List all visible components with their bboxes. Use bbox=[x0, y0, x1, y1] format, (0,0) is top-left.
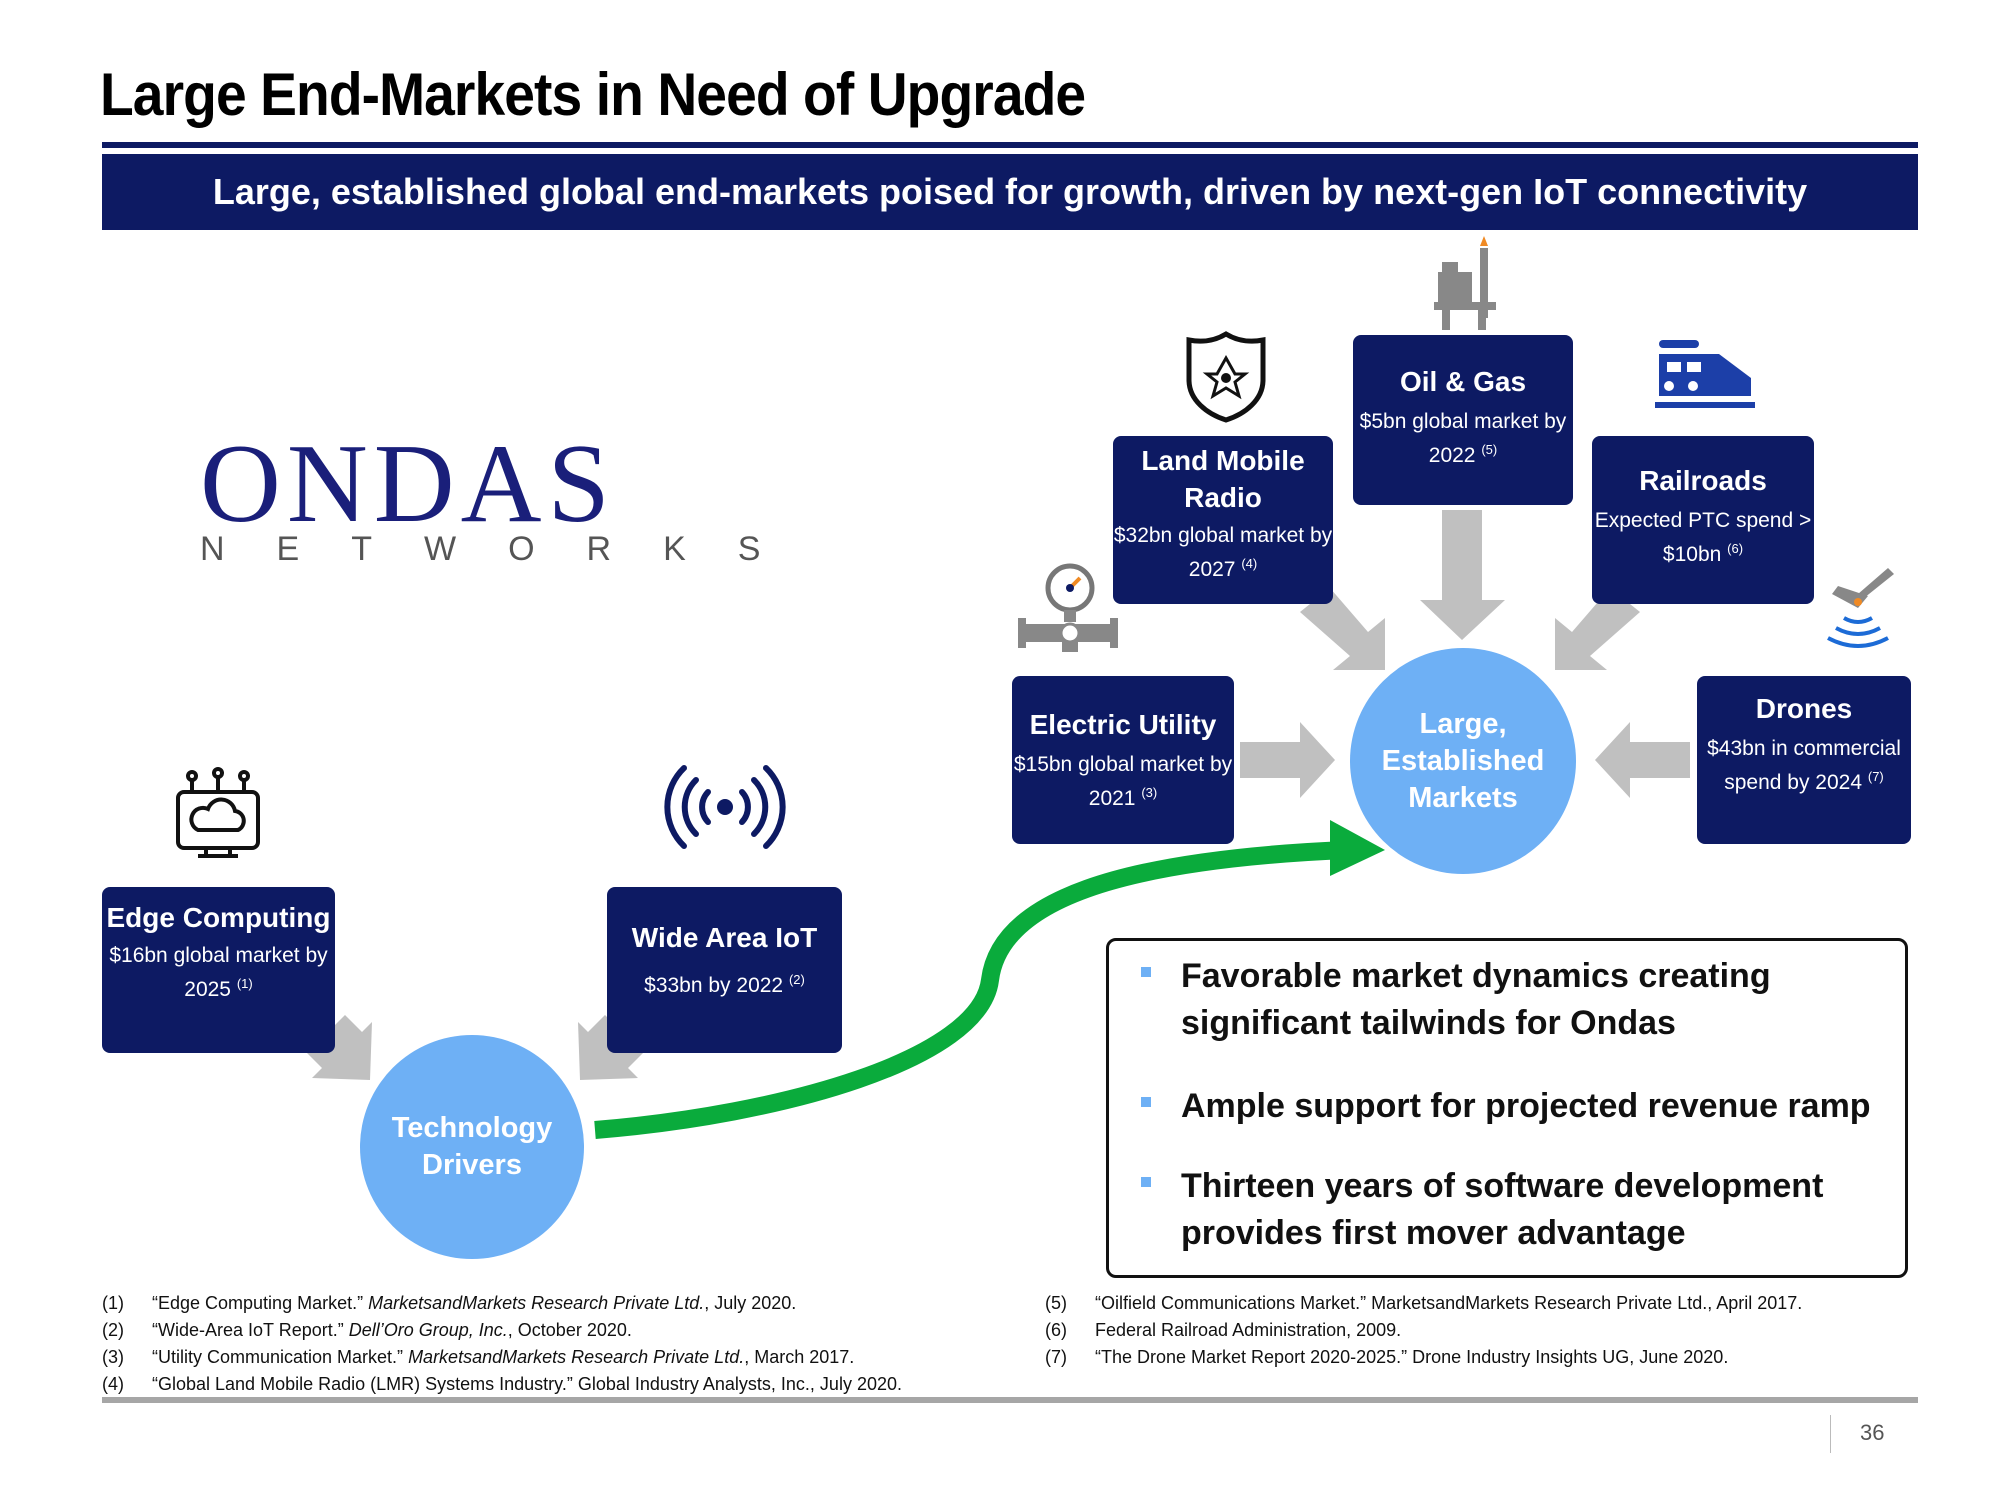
oil-gas-box: Oil & Gas $5bn global market by 2022 (5) bbox=[1353, 335, 1573, 505]
drones-title: Drones bbox=[1755, 693, 1853, 724]
land-mobile-radio-text: $32bn global market by 2027 bbox=[1113, 524, 1333, 581]
drone-icon bbox=[1827, 568, 1894, 648]
footnote-3: (3)“Utility Communication Market.” Marke… bbox=[102, 1347, 855, 1367]
wide-area-iot-title: Wide Area IoT bbox=[631, 922, 818, 953]
edge-computing-title: Edge Computing bbox=[106, 902, 331, 933]
bullet-text: Ample support for projected revenue ramp bbox=[1181, 1087, 1871, 1125]
arrow-rail-to-hub bbox=[1555, 588, 1640, 670]
land-mobile-radio-title: Land Mobile Radio bbox=[1141, 445, 1305, 513]
ondas-logo-subtext: NETWORKS bbox=[200, 530, 813, 568]
gauge-valve-icon bbox=[1018, 563, 1118, 652]
electric-utility-text: $15bn global market by 2021 bbox=[1013, 753, 1233, 810]
train-icon bbox=[1655, 340, 1755, 408]
wide-area-iot-text: $33bn by 2022 bbox=[644, 974, 784, 997]
land-mobile-radio-box: Land Mobile Radio $32bn global market by… bbox=[1113, 436, 1333, 604]
footnote-4: (4)“Global Land Mobile Radio (LMR) Syste… bbox=[102, 1374, 902, 1394]
footnote-ref: (4) bbox=[1241, 556, 1258, 571]
arrow-edge-to-tech bbox=[305, 1015, 372, 1080]
arrow-electric-to-hub bbox=[1240, 722, 1335, 798]
bullet-text: Favorable market dynamics creating signi… bbox=[1181, 957, 1771, 1042]
railroads-box: Railroads Expected PTC spend > $10bn (6) bbox=[1592, 436, 1814, 604]
oil-rig-icon bbox=[1434, 236, 1496, 330]
technology-drivers-label: Technology Drivers bbox=[391, 1112, 553, 1181]
footnote-1: (1)“Edge Computing Market.” MarketsandMa… bbox=[102, 1293, 797, 1313]
header-rule bbox=[102, 142, 1918, 148]
wide-area-iot-box: Wide Area IoT $33bn by 2022 (2) bbox=[607, 887, 842, 1053]
electric-utility-box: Electric Utility $15bn global market by … bbox=[1012, 676, 1234, 844]
oil-gas-text: $5bn global market by 2022 bbox=[1359, 410, 1567, 467]
railroads-title: Railroads bbox=[1639, 465, 1767, 496]
bullet-marker bbox=[1141, 1097, 1151, 1107]
drones-box: Drones $43bn in commercial spend by 2024… bbox=[1697, 676, 1911, 844]
ondas-logo-wordmark: ONDAS bbox=[200, 422, 616, 546]
bullet-text: Thirteen years of software development p… bbox=[1181, 1167, 1824, 1252]
wireless-signal-icon bbox=[664, 765, 786, 849]
arrow-lmr-to-hub bbox=[1300, 588, 1385, 670]
footnote-ref: (1) bbox=[236, 976, 253, 991]
bullet-item: Favorable market dynamics creating signi… bbox=[1141, 953, 1881, 1047]
large-established-markets-label: Large, Established Markets bbox=[1381, 707, 1545, 814]
arrow-oil-to-hub bbox=[1420, 510, 1505, 640]
bullet-item: Ample support for projected revenue ramp bbox=[1141, 1083, 1881, 1130]
footnote-ref: (7) bbox=[1867, 769, 1884, 784]
page-number-divider bbox=[1830, 1415, 1831, 1453]
large-established-markets-hub: Large, Established Markets bbox=[1350, 648, 1576, 874]
footnote-ref: (5) bbox=[1481, 442, 1498, 457]
edge-computing-text: $16bn global market by 2025 bbox=[109, 944, 328, 1001]
electric-utility-title: Electric Utility bbox=[1029, 709, 1217, 740]
key-points-panel: Favorable market dynamics creating signi… bbox=[1106, 938, 1908, 1278]
footnote-ref: (2) bbox=[788, 972, 805, 987]
page-number: 36 bbox=[1860, 1420, 1885, 1445]
footnote-7: (7)“The Drone Market Report 2020-2025.” … bbox=[1045, 1347, 1729, 1367]
subtitle-banner: Large, established global end-markets po… bbox=[102, 154, 1918, 230]
bullet-marker bbox=[1141, 967, 1151, 977]
police-badge-icon bbox=[1186, 331, 1266, 423]
footnote-2: (2)“Wide-Area IoT Report.” Dell’Oro Grou… bbox=[102, 1320, 632, 1340]
railroads-text: Expected PTC spend > $10bn bbox=[1594, 509, 1812, 566]
footnote-5: (5)“Oilfield Communications Market.” Mar… bbox=[1045, 1293, 1803, 1313]
drones-text: $43bn in commercial spend by 2024 bbox=[1707, 737, 1901, 794]
oil-gas-title: Oil & Gas bbox=[1399, 366, 1527, 397]
footnote-ref: (3) bbox=[1141, 785, 1158, 800]
green-growth-arrow bbox=[594, 841, 1346, 1139]
footer-rule bbox=[102, 1397, 1918, 1403]
page-title: Large End-Markets in Need of Upgrade bbox=[100, 61, 1086, 128]
arrow-drones-to-hub bbox=[1595, 722, 1690, 798]
edge-cloud-icon bbox=[176, 767, 260, 858]
technology-drivers-hub: Technology Drivers bbox=[360, 1035, 584, 1259]
edge-computing-box: Edge Computing $16bn global market by 20… bbox=[102, 887, 335, 1053]
bullet-item: Thirteen years of software development p… bbox=[1141, 1163, 1881, 1257]
footnote-6: (6)Federal Railroad Administration, 2009… bbox=[1045, 1320, 1402, 1340]
footnote-ref: (6) bbox=[1727, 541, 1744, 556]
bullet-marker bbox=[1141, 1177, 1151, 1187]
